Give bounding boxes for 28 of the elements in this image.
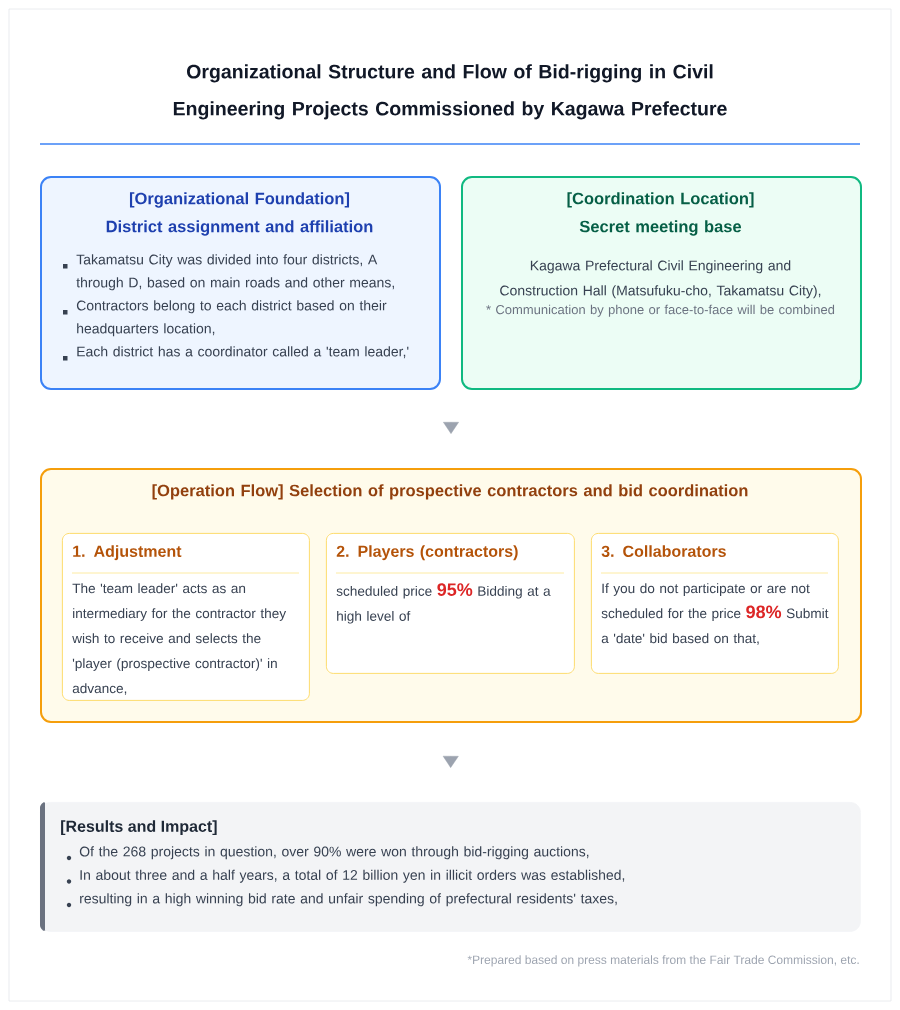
card-text: The 'team leader' acts as an intermediary for the contractor they wish to receive and selects the 'player (prospective contractor)' in advance, bbox=[72, 583, 287, 695]
note-text: * Communication by phone or face-to-face will be combined bbox=[486, 304, 835, 317]
box-heading: [Operation Flow] Selection of prospective contractors and bid coordination bbox=[152, 484, 748, 500]
arrow bbox=[442, 755, 459, 768]
bullet-item: Contractors belong to each district based on their headquarters location, bbox=[63, 300, 387, 337]
address-text: Kagawa Prefectural Civil Engineering and Construction Hall (Matsufuku-cho, Takamatsu City), bbox=[500, 260, 821, 299]
step-card bbox=[62, 533, 310, 701]
step-card bbox=[591, 533, 839, 674]
bullet-item: Of the 268 projects in question, over 90% were won through bid-rigging auctions, bbox=[66, 846, 589, 861]
bullet-item: Takamatsu City was divided into four districts, A through D, based on main roads and other means, bbox=[63, 254, 394, 291]
box-heading: [Results and Impact] bbox=[61, 820, 217, 836]
title: Organizational Structure and Flow of Bid-rigging in Civil Engineering Projects Commissioned by Kagawa Prefecture bbox=[173, 64, 727, 120]
arrow bbox=[443, 421, 459, 434]
card-title: 2. Players (contractors) bbox=[336, 545, 518, 561]
bullet-item: resulting in a high winning bid rate and unfair spending of prefectural residents' taxes, bbox=[66, 893, 617, 908]
card-title: 1. Adjustment bbox=[73, 545, 182, 561]
card-title: 3. Collaborators bbox=[601, 545, 726, 557]
info-box bbox=[461, 176, 862, 390]
results-box bbox=[40, 802, 861, 932]
step-card bbox=[326, 533, 575, 674]
card-text: scheduled price 95% Bidding at a high level of bbox=[336, 583, 551, 624]
box-heading: [Coordination Location] Secret meeting base bbox=[567, 192, 754, 236]
source-note: *Prepared based on press materials from the Fair Trade Commission, etc. bbox=[467, 955, 859, 967]
info-box bbox=[40, 176, 441, 390]
box-heading: [Organizational Foundation] District assignment and affiliation bbox=[106, 192, 373, 236]
bullet-item: Each district has a coordinator called a 'team leader,' bbox=[63, 346, 409, 361]
card-text: If you do not participate or are not scheduled for the price 98% Submit a 'date' bid based on that, bbox=[601, 583, 829, 645]
bullet-item: In about three and a half years, a total of 12 billion yen in illicit orders was established, bbox=[66, 869, 625, 884]
